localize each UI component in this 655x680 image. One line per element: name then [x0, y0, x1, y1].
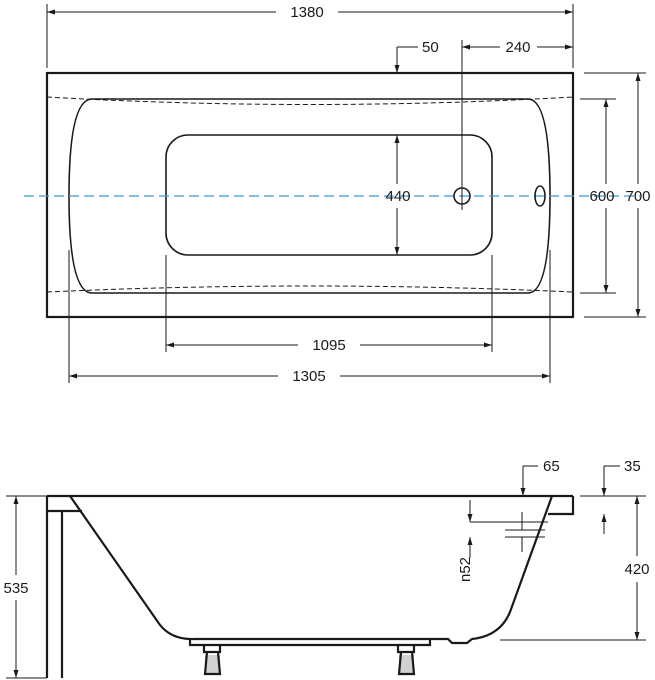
- dim-basin-width-label: 600: [589, 188, 614, 205]
- dim-inner-width-label: 440: [385, 188, 410, 205]
- dim-overall-width-label: 700: [625, 188, 650, 205]
- rim-dashed-line-bottom: [46, 285, 574, 293]
- base-support: [188, 639, 432, 647]
- dim-total-height: 535: [3, 495, 47, 679]
- dim-overall-width: 700: [584, 72, 651, 318]
- dim-drain-offset: 240: [462, 39, 573, 56]
- right-foot: [396, 645, 416, 676]
- dim-overflow-offset: 50: [394, 39, 439, 73]
- floor-outline: [165, 134, 493, 256]
- dim-basin-length-label: 1305: [292, 368, 325, 385]
- dim-basin-width: 600: [580, 98, 616, 294]
- dim-depth: 420: [500, 495, 650, 641]
- dim-drain-diameter-label: n52: [457, 557, 474, 582]
- dim-rim-offset: 65: [520, 458, 560, 496]
- dim-overflow-offset-label: 50: [422, 39, 439, 56]
- left-foot: [202, 645, 222, 676]
- dim-rim-thickness-label: 35: [624, 458, 641, 475]
- overflow-ellipse: [534, 185, 546, 207]
- dim-floor-length: 1095: [165, 255, 493, 354]
- dim-overall-length: 1380: [46, 4, 574, 68]
- dim-basin-length: 1305: [68, 250, 551, 385]
- rim-left-underside: [45, 496, 82, 513]
- dim-rim-offset-label: 65: [543, 458, 560, 475]
- rim-right-edge: [548, 496, 575, 516]
- top-view: 1380 50 240 440: [24, 4, 651, 385]
- dim-drain-offset-label: 240: [505, 39, 530, 56]
- rim-dashed-line-top: [46, 96, 574, 105]
- dim-floor-length-label: 1095: [312, 337, 345, 354]
- dim-total-height-label: 535: [3, 580, 28, 597]
- overflow-marks: n52: [457, 500, 548, 582]
- outer-rim-outline: [45, 71, 575, 319]
- tub-body-outline: [69, 495, 554, 645]
- dim-inner-width: 440: [385, 135, 411, 255]
- dim-overall-length-label: 1380: [290, 4, 323, 21]
- dim-rim-thickness: 35: [601, 458, 641, 534]
- basin-outline: [68, 98, 551, 294]
- dim-depth-label: 420: [624, 561, 649, 578]
- side-panel: [45, 511, 64, 678]
- side-view: n52 65 35 420: [3, 458, 650, 679]
